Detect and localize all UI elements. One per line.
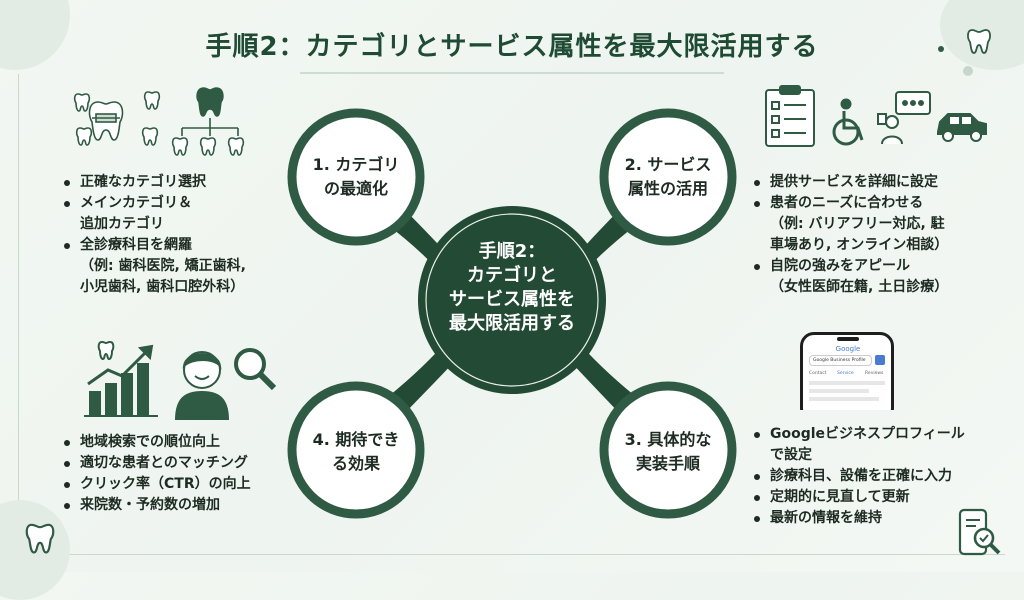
content-frame (18, 74, 1005, 555)
list-item: 最新の情報を維持 (752, 508, 1008, 529)
smartphone-icon: Google Google Business Profile Contact S… (800, 332, 896, 410)
title-underline (300, 72, 724, 74)
node-4-label: 4. 期待できる効果 (312, 430, 400, 473)
car-icon (937, 113, 987, 142)
tooth-hierarchy-icon (171, 87, 245, 156)
braces-tooth-icon (73, 91, 161, 146)
list-item: 定期的に見直して更新 (752, 487, 1008, 508)
list-item: 地域検索での順位向上 (62, 432, 322, 453)
tooth-icon (967, 29, 991, 54)
node-3-circle (599, 381, 737, 519)
decor-dot-light (963, 66, 973, 76)
top-right-list: 提供サービスを詳細に設定 患者のニーズに合わせる（例: バリアフリー対応, 駐車… (752, 172, 1002, 298)
person-icon (174, 351, 230, 420)
hub-diagram (287, 108, 737, 519)
list-item: メインカテゴリ＆追加カテゴリ (62, 193, 302, 235)
effect-icons-group (84, 340, 277, 420)
decor-dot (938, 46, 944, 52)
tooth-icon (25, 523, 55, 554)
magnifier-icon (234, 348, 277, 391)
node-2-circle (599, 108, 737, 246)
center-circle (418, 206, 606, 394)
top-left-list: 正確なカテゴリ選択 メインカテゴリ＆追加カテゴリ 全診療科目を網羅（例: 歯科医… (62, 172, 302, 298)
list-item: 患者のニーズに合わせる（例: バリアフリー対応, 駐車場あり, オンライン相談） (752, 193, 1002, 256)
service-icons-group (765, 85, 987, 147)
tooth-icons-group (73, 87, 245, 156)
list-item: 全診療科目を網羅（例: 歯科医院, 矯正歯科,小児歯科, 歯科口腔外科） (62, 235, 302, 298)
center-inner-ring (425, 213, 599, 387)
list-item: クリック率（CTR）の向上 (62, 474, 322, 495)
bottom-left-list: 地域検索での順位向上 適切な患者とのマッチング クリック率（CTR）の向上 来院… (62, 432, 322, 516)
page-title: 手順2：カテゴリとサービス属性を最大限活用する (205, 32, 819, 62)
node-1-label: 1. カテゴリの最適化 (312, 155, 400, 198)
list-item: Googleビジネスプロフィールで設定 (752, 424, 1008, 466)
list-item: 正確なカテゴリ選択 (62, 172, 302, 193)
list-item: 提供サービスを詳細に設定 (752, 172, 1002, 193)
wheelchair-icon (832, 98, 864, 146)
node-1-circle (287, 108, 425, 246)
chat-icon (877, 91, 931, 145)
list-item: 自院の強みをアピール（女性医師在籍, 土日診療） (752, 256, 1002, 298)
list-item: 診療科目、設備を正確に入力 (752, 466, 1008, 487)
list-item: 適切な患者とのマッチング (62, 453, 322, 474)
node-2-label: 2. サービス属性の活用 (624, 155, 712, 198)
phone-search-icon (958, 508, 1001, 556)
node-3-label: 3. 具体的な実装手順 (624, 430, 712, 473)
list-item: 来院数・予約数の増加 (62, 495, 322, 516)
bottom-right-list: Googleビジネスプロフィールで設定 診療科目、設備を正確に入力 定期的に見直… (752, 424, 1008, 529)
node-4-circle (287, 381, 425, 519)
growth-chart-icon (84, 340, 158, 417)
checklist-icon (765, 85, 815, 147)
center-label: 手順2： カテゴリと サービス属性を 最大限活用する (449, 241, 575, 334)
